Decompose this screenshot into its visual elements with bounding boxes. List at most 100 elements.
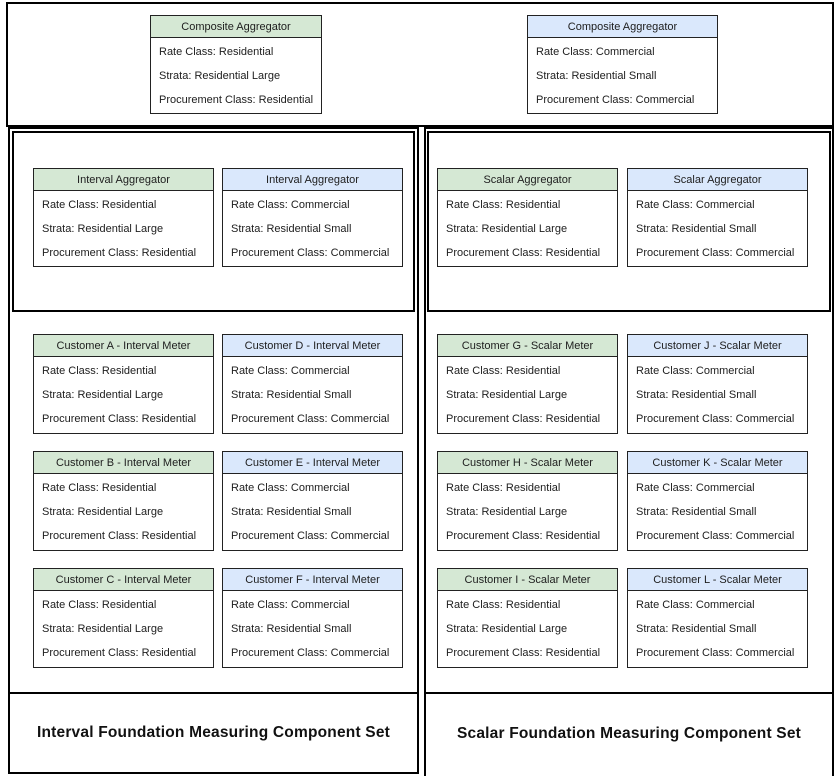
- strata-line: Strata: Residential Large: [42, 506, 164, 518]
- card-body: Rate Class: Commercial Strata: Residenti…: [223, 357, 402, 431]
- meter-card-customer-f: Customer F - Interval Meter Rate Class: …: [222, 568, 403, 668]
- procurement-class-line: Procurement Class: Residential: [159, 94, 314, 106]
- card-title: Scalar Aggregator: [438, 169, 617, 191]
- card-body: Rate Class: Commercial Strata: Residenti…: [528, 38, 717, 112]
- card-title: Customer K - Scalar Meter: [628, 452, 807, 474]
- strata-line: Strata: Residential Small: [536, 70, 657, 82]
- composite-aggregator-commercial-card: Composite Aggregator Rate Class: Commerc…: [527, 15, 718, 114]
- strata-line: Strata: Residential Small: [231, 223, 352, 235]
- procurement-class-line: Procurement Class: Commercial: [636, 530, 795, 542]
- rate-class-line: Rate Class: Residential: [42, 199, 157, 211]
- strata-line: Strata: Residential Small: [231, 506, 352, 518]
- meter-card-customer-j: Customer J - Scalar Meter Rate Class: Co…: [627, 334, 808, 434]
- rate-class-line: Rate Class: Residential: [42, 482, 157, 494]
- rate-class-line: Rate Class: Residential: [446, 599, 561, 611]
- procurement-class-line: Procurement Class: Commercial: [231, 530, 390, 542]
- procurement-class-line: Procurement Class: Commercial: [231, 647, 390, 659]
- card-body: Rate Class: Commercial Strata: Residenti…: [223, 591, 402, 665]
- card-body: Rate Class: Residential Strata: Resident…: [438, 591, 617, 665]
- strata-line: Strata: Residential Large: [42, 623, 164, 635]
- procurement-class-line: Procurement Class: Residential: [42, 413, 197, 425]
- strata-line: Strata: Residential Large: [446, 389, 568, 401]
- rate-class-line: Rate Class: Commercial: [231, 599, 350, 611]
- meter-card-customer-e: Customer E - Interval Meter Rate Class: …: [222, 451, 403, 551]
- procurement-class-line: Procurement Class: Commercial: [231, 247, 390, 259]
- card-title: Customer J - Scalar Meter: [628, 335, 807, 357]
- rate-class-line: Rate Class: Residential: [42, 365, 157, 377]
- scalar-aggregator-residential-card: Scalar Aggregator Rate Class: Residentia…: [437, 168, 618, 267]
- rate-class-line: Rate Class: Residential: [446, 199, 561, 211]
- procurement-class-line: Procurement Class: Residential: [42, 530, 197, 542]
- card-title: Customer D - Interval Meter: [223, 335, 402, 357]
- card-body: Rate Class: Residential Strata: Resident…: [34, 191, 213, 265]
- card-body: Rate Class: Commercial Strata: Residenti…: [223, 474, 402, 548]
- card-title: Scalar Aggregator: [628, 169, 807, 191]
- composite-aggregator-residential-card: Composite Aggregator Rate Class: Residen…: [150, 15, 322, 114]
- procurement-class-line: Procurement Class: Commercial: [231, 413, 390, 425]
- interval-set-label-area: Interval Foundation Measuring Component …: [10, 692, 417, 772]
- scalar-aggregators-container: [427, 131, 831, 312]
- card-title: Customer I - Scalar Meter: [438, 569, 617, 591]
- strata-line: Strata: Residential Large: [159, 70, 281, 82]
- card-body: Rate Class: Residential Strata: Resident…: [34, 357, 213, 431]
- composite-aggregators-panel: [6, 2, 834, 127]
- procurement-class-line: Procurement Class: Commercial: [636, 413, 795, 425]
- procurement-class-line: Procurement Class: Residential: [42, 247, 197, 259]
- strata-line: Strata: Residential Small: [636, 623, 757, 635]
- card-body: Rate Class: Commercial Strata: Residenti…: [223, 191, 402, 265]
- strata-line: Strata: Residential Small: [231, 623, 352, 635]
- rate-class-line: Rate Class: Residential: [42, 599, 157, 611]
- strata-line: Strata: Residential Small: [231, 389, 352, 401]
- meter-card-customer-c: Customer C - Interval Meter Rate Class: …: [33, 568, 214, 668]
- rate-class-line: Rate Class: Commercial: [536, 46, 655, 58]
- strata-line: Strata: Residential Large: [42, 389, 164, 401]
- card-title: Interval Aggregator: [34, 169, 213, 191]
- card-body: Rate Class: Commercial Strata: Residenti…: [628, 591, 807, 665]
- card-body: Rate Class: Residential Strata: Resident…: [34, 474, 213, 548]
- card-body: Rate Class: Commercial Strata: Residenti…: [628, 474, 807, 548]
- procurement-class-line: Procurement Class: Residential: [42, 647, 197, 659]
- meter-card-customer-h: Customer H - Scalar Meter Rate Class: Re…: [437, 451, 618, 551]
- rate-class-line: Rate Class: Residential: [446, 365, 561, 377]
- interval-set-label: Interval Foundation Measuring Component …: [36, 724, 391, 741]
- rate-class-line: Rate Class: Commercial: [231, 482, 350, 494]
- scalar-set-panel: [424, 127, 834, 776]
- meter-card-customer-a: Customer A - Interval Meter Rate Class: …: [33, 334, 214, 434]
- card-title: Customer A - Interval Meter: [34, 335, 213, 357]
- strata-line: Strata: Residential Large: [446, 223, 568, 235]
- scalar-set-label: Scalar Foundation Measuring Component Se…: [456, 725, 802, 742]
- rate-class-line: Rate Class: Residential: [446, 482, 561, 494]
- card-title: Customer F - Interval Meter: [223, 569, 402, 591]
- card-body: Rate Class: Residential Strata: Resident…: [438, 357, 617, 431]
- interval-aggregators-container: [12, 131, 415, 312]
- rate-class-line: Rate Class: Commercial: [636, 199, 755, 211]
- rate-class-line: Rate Class: Commercial: [636, 365, 755, 377]
- procurement-class-line: Procurement Class: Residential: [446, 413, 601, 425]
- card-body: Rate Class: Commercial Strata: Residenti…: [628, 357, 807, 431]
- interval-aggregator-residential-card: Interval Aggregator Rate Class: Resident…: [33, 168, 214, 267]
- strata-line: Strata: Residential Large: [446, 506, 568, 518]
- rate-class-line: Rate Class: Commercial: [636, 599, 755, 611]
- strata-line: Strata: Residential Small: [636, 223, 757, 235]
- rate-class-line: Rate Class: Commercial: [231, 199, 350, 211]
- procurement-class-line: Procurement Class: Residential: [446, 530, 601, 542]
- interval-set-panel: [8, 127, 419, 774]
- strata-line: Strata: Residential Small: [636, 506, 757, 518]
- procurement-class-line: Procurement Class: Residential: [446, 647, 601, 659]
- card-title: Customer G - Scalar Meter: [438, 335, 617, 357]
- rate-class-line: Rate Class: Residential: [159, 46, 274, 58]
- meter-card-customer-i: Customer I - Scalar Meter Rate Class: Re…: [437, 568, 618, 668]
- card-title: Customer B - Interval Meter: [34, 452, 213, 474]
- interval-aggregator-commercial-card: Interval Aggregator Rate Class: Commerci…: [222, 168, 403, 267]
- card-title: Customer L - Scalar Meter: [628, 569, 807, 591]
- card-title: Customer E - Interval Meter: [223, 452, 402, 474]
- scalar-set-label-area: Scalar Foundation Measuring Component Se…: [426, 692, 832, 774]
- card-body: Rate Class: Residential Strata: Resident…: [151, 38, 321, 112]
- card-title: Composite Aggregator: [151, 16, 321, 38]
- procurement-class-line: Procurement Class: Commercial: [536, 94, 695, 106]
- procurement-class-line: Procurement Class: Commercial: [636, 647, 795, 659]
- card-title: Interval Aggregator: [223, 169, 402, 191]
- meter-card-customer-d: Customer D - Interval Meter Rate Class: …: [222, 334, 403, 434]
- procurement-class-line: Procurement Class: Commercial: [636, 247, 795, 259]
- meter-card-customer-l: Customer L - Scalar Meter Rate Class: Co…: [627, 568, 808, 668]
